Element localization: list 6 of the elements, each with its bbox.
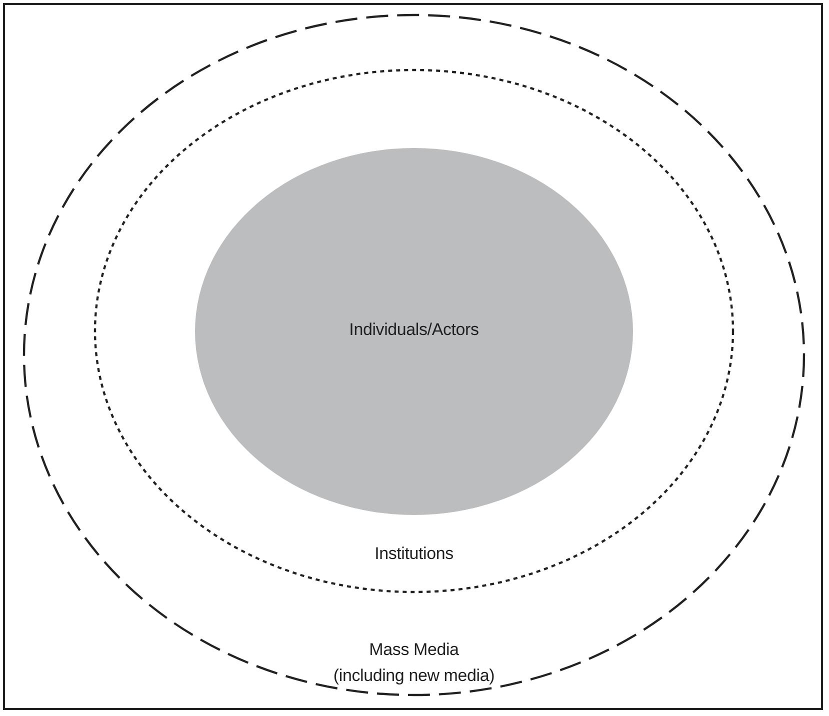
filled-ellipse (195, 148, 633, 515)
middle-ring-label: Institutions (374, 544, 454, 564)
outer-ring-label: Mass Media (369, 640, 459, 660)
outer-ring-note: (including new media) (333, 666, 495, 686)
core-label: Individuals/Actors (349, 320, 479, 340)
dotted-ellipse (95, 70, 733, 592)
